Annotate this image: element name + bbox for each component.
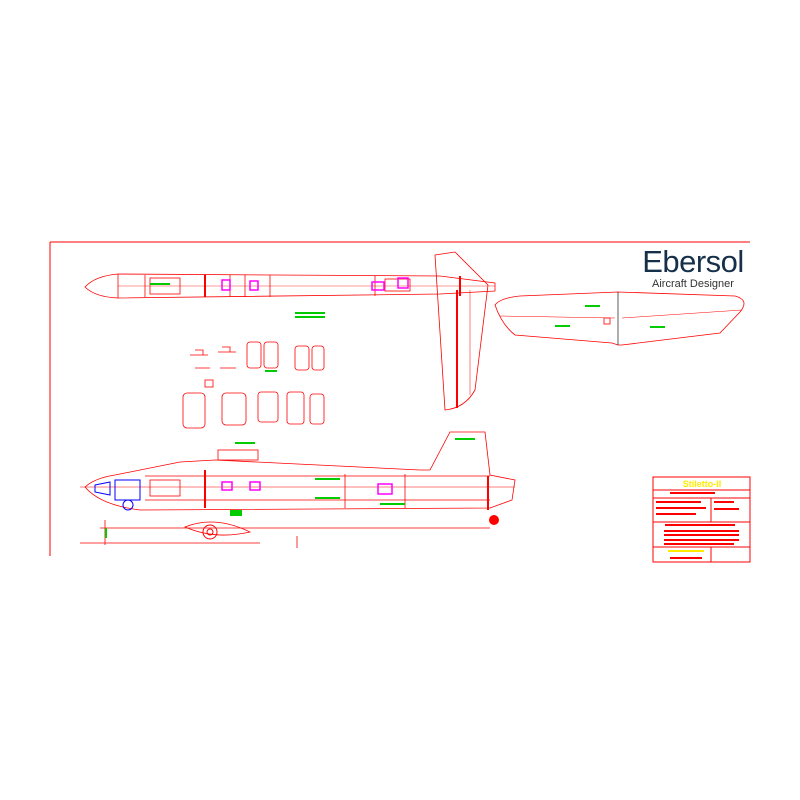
horizontal-stabilizer bbox=[434, 251, 489, 411]
dimension-annotations bbox=[105, 283, 665, 538]
fuselage-side-view bbox=[80, 431, 516, 548]
servo-side bbox=[221, 481, 393, 495]
servo-top bbox=[221, 277, 409, 291]
title-block-line bbox=[668, 550, 704, 552]
wing-view bbox=[494, 291, 745, 346]
title-block-notes bbox=[656, 492, 739, 559]
tail-wheel bbox=[489, 515, 499, 525]
designer-logo: Ebersol Aircraft Designer bbox=[640, 244, 746, 290]
parts-detail bbox=[182, 341, 325, 429]
title-block bbox=[652, 476, 751, 563]
fuselage-top-view bbox=[84, 273, 496, 299]
engine bbox=[94, 479, 141, 511]
logo-subtitle: Aircraft Designer bbox=[652, 278, 734, 290]
sheet-frame bbox=[49, 241, 750, 556]
logo-name: Ebersol bbox=[642, 244, 744, 279]
model-title: Stiletto-II bbox=[682, 479, 722, 489]
landing-gear bbox=[202, 524, 218, 540]
